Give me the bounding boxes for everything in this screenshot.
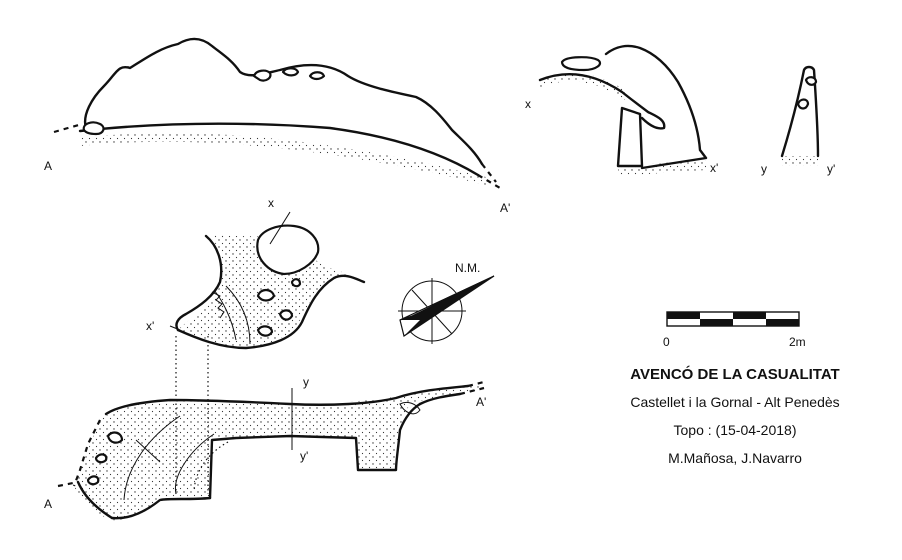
authors-text: M.Mañosa, J.Navarro	[668, 450, 802, 466]
label-y-prime-section: y'	[827, 162, 835, 176]
label-a-plan: A	[44, 497, 52, 511]
survey-date-text: Topo : (15-04-2018)	[673, 422, 797, 438]
scale-zero-label: 0	[663, 335, 670, 349]
cross-section-x	[538, 44, 708, 176]
scale-bar	[666, 311, 800, 327]
label-y-plan: y	[303, 375, 309, 389]
north-label: N.M.	[455, 261, 480, 275]
cave-title: AVENCÓ DE LA CASUALITAT	[630, 366, 840, 383]
longitudinal-section	[53, 37, 501, 189]
label-a-prime-plan: A'	[476, 395, 486, 409]
label-a-section: A	[44, 159, 52, 173]
plan-view	[57, 211, 485, 521]
label-a-prime-section: A'	[500, 201, 510, 215]
label-x-section: x	[525, 97, 531, 111]
scale-end-label: 2m	[789, 335, 806, 349]
north-arrow	[398, 275, 495, 344]
location-text: Castellet i la Gornal - Alt Penedès	[630, 394, 840, 410]
label-y-section: y	[761, 162, 767, 176]
label-x-plan: x	[268, 196, 274, 210]
label-x-prime-plan: x'	[146, 319, 154, 333]
label-y-prime-plan: y'	[300, 449, 308, 463]
cross-section-y	[780, 65, 820, 166]
label-x-prime-section: x'	[710, 161, 718, 175]
